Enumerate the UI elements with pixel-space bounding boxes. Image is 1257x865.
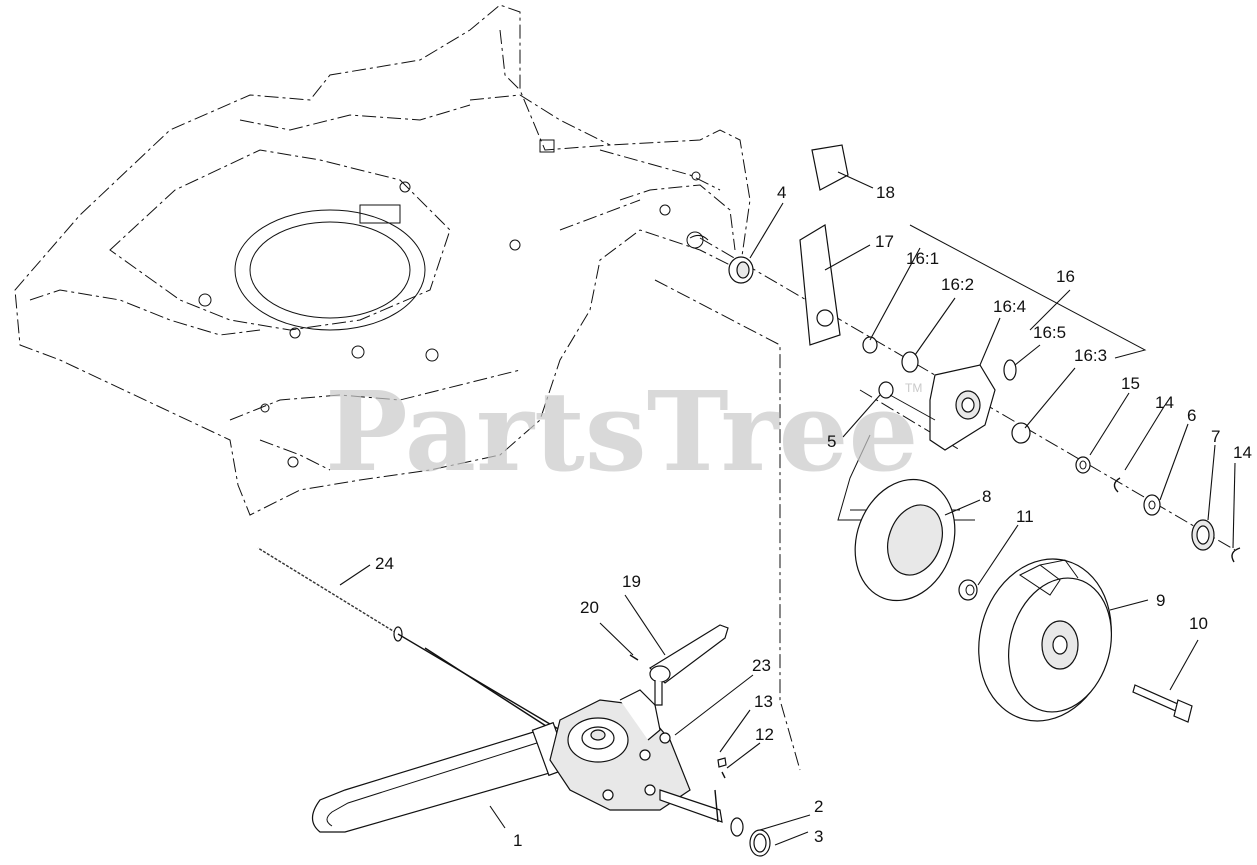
label-part-24: 24 <box>375 554 394 573</box>
bearing <box>958 579 978 601</box>
height-lever <box>799 144 849 346</box>
label-part-17: 17 <box>875 232 894 251</box>
label-part-16: 16 <box>1056 267 1075 286</box>
label-part-12: 12 <box>755 725 774 744</box>
label-part-16-4: 16:4 <box>993 297 1026 316</box>
label-part-16-5: 16:5 <box>1033 323 1066 342</box>
label-part-14-a: 14 <box>1155 393 1174 412</box>
wheel-bolt <box>1132 684 1193 723</box>
label-part-6: 6 <box>1187 406 1196 425</box>
label-part-19: 19 <box>622 572 641 591</box>
label-part-16-3: 16:3 <box>1074 346 1107 365</box>
handle-bail <box>311 721 576 833</box>
leader-lines <box>339 171 1236 846</box>
bushing-4 <box>689 234 754 284</box>
label-part-1: 1 <box>513 831 522 850</box>
height-adjuster-assembly <box>862 336 1031 451</box>
drive-cable-spring <box>255 544 561 736</box>
label-part-20: 20 <box>580 598 599 617</box>
mower-deck-housing <box>14 4 751 516</box>
washers-2-3 <box>730 817 771 857</box>
label-part-10: 10 <box>1189 614 1208 633</box>
label-part-4: 4 <box>777 183 786 202</box>
label-part-11: 11 <box>1016 507 1034 526</box>
gear-stack <box>1075 456 1241 563</box>
label-part-2: 2 <box>814 797 823 816</box>
label-part-8: 8 <box>982 487 991 506</box>
label-part-14-b: 14 <box>1233 443 1252 462</box>
label-part-3: 3 <box>814 827 823 846</box>
label-part-16-1: 16:1 <box>906 249 939 268</box>
shift-lever <box>629 624 729 706</box>
label-part-18: 18 <box>876 183 895 202</box>
label-part-23: 23 <box>752 656 771 675</box>
part-labels: 1 2 3 4 5 6 7 8 9 10 11 12 13 14 14 15 1… <box>375 183 1252 850</box>
wheel-cover <box>854 478 956 602</box>
transmission <box>549 689 723 823</box>
key-and-pin <box>717 757 727 779</box>
label-part-13: 13 <box>754 692 773 711</box>
wheel <box>978 558 1113 722</box>
label-part-9: 9 <box>1156 591 1165 610</box>
watermark: PartsTree TM <box>325 367 922 496</box>
label-part-5: 5 <box>827 432 836 451</box>
label-part-7: 7 <box>1211 427 1220 446</box>
label-part-16-2: 16:2 <box>941 275 974 294</box>
svg-text:PartsTree: PartsTree <box>325 367 919 496</box>
svg-text:TM: TM <box>905 381 922 395</box>
label-part-15: 15 <box>1121 374 1140 393</box>
